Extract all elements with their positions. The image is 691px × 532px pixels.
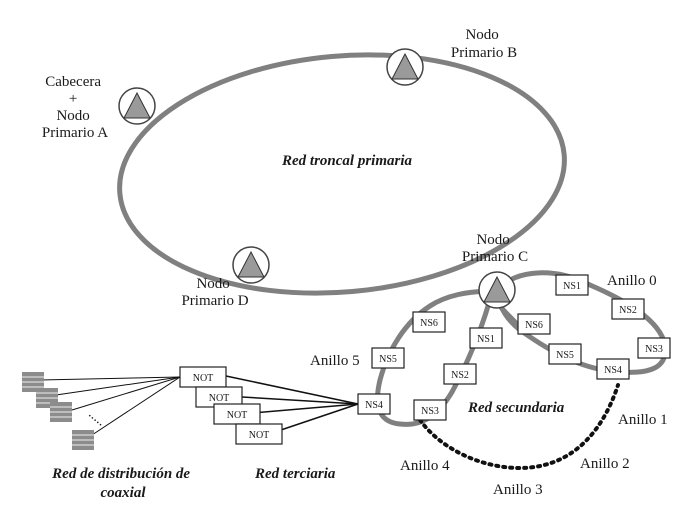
svg-text:NS5: NS5 bbox=[379, 354, 397, 365]
coax-device-3-icon bbox=[50, 402, 72, 422]
primary-node-d bbox=[232, 246, 270, 284]
node-a-triangle-icon bbox=[123, 91, 151, 119]
svg-text:NOT: NOT bbox=[209, 393, 230, 404]
svg-text:NS5: NS5 bbox=[556, 350, 574, 361]
node-b-label: Nodo Primario B bbox=[451, 27, 517, 61]
svg-text:NOT: NOT bbox=[249, 430, 270, 441]
svg-text:NS4: NS4 bbox=[604, 365, 622, 376]
ring5-ns2-box: NS2 bbox=[443, 363, 477, 385]
ring0-ns4-box: NS4 bbox=[596, 358, 630, 380]
node-d-triangle-icon bbox=[237, 250, 265, 278]
svg-text:NS6: NS6 bbox=[420, 318, 438, 329]
node-d-label: Nodo Primario D bbox=[181, 276, 248, 309]
ring1-label: Anillo 1 bbox=[618, 412, 668, 428]
node-c-triangle-icon bbox=[483, 275, 511, 303]
svg-text:NOT: NOT bbox=[193, 373, 214, 384]
primary-backbone-ring bbox=[117, 52, 567, 296]
ring0-ns2-box: NS2 bbox=[611, 298, 645, 320]
tertiary-network-label: Red terciaria bbox=[254, 466, 336, 482]
ring3-label: Anillo 3 bbox=[493, 482, 543, 498]
svg-text:NS1: NS1 bbox=[563, 281, 581, 292]
ring5-ns6-box: NS6 bbox=[412, 311, 446, 333]
coax-network-label: Red de distribución de coaxial bbox=[51, 466, 194, 501]
node-c-label: Nodo Primario C bbox=[462, 232, 528, 265]
primary-node-a bbox=[118, 87, 156, 125]
svg-text:NOT: NOT bbox=[227, 410, 248, 421]
ring0-ns6-box: NS6 bbox=[517, 313, 551, 335]
secondary-network-label: Red secundaria bbox=[467, 400, 565, 416]
ring2-label: Anillo 2 bbox=[580, 456, 630, 472]
ring5-ns4-box: NS4 bbox=[357, 393, 391, 415]
rings-1-4-dotted-path bbox=[418, 383, 620, 471]
ring0-ns1-box: NS1 bbox=[555, 274, 589, 296]
not-box-3: NOT bbox=[213, 403, 261, 425]
svg-text:NS3: NS3 bbox=[421, 406, 439, 417]
coax-device-1-icon bbox=[22, 372, 44, 392]
ring4-label: Anillo 4 bbox=[400, 458, 450, 474]
node-b-triangle-icon bbox=[391, 52, 419, 80]
ring5-ns1-box: NS1 bbox=[469, 327, 503, 349]
ring0-ns3-box: NS3 bbox=[637, 337, 671, 359]
coax-device-4-icon bbox=[72, 430, 94, 450]
ring5-label: Anillo 5 bbox=[310, 353, 360, 369]
svg-text:NS2: NS2 bbox=[619, 305, 637, 316]
ring0-ns5-box: NS5 bbox=[548, 343, 582, 365]
primary-network-label: Red troncal primaria bbox=[281, 153, 413, 169]
ring5-ns5-box: NS5 bbox=[371, 347, 405, 369]
svg-text:NS3: NS3 bbox=[645, 344, 663, 355]
ring0-label: Anillo 0 bbox=[607, 273, 657, 289]
svg-text:NS2: NS2 bbox=[451, 370, 469, 381]
svg-text:NS6: NS6 bbox=[525, 320, 543, 331]
tertiary-links bbox=[225, 375, 359, 434]
ring5-ns3-box: NS3 bbox=[413, 399, 447, 421]
not-box-1: NOT bbox=[179, 366, 227, 388]
svg-text:NS1: NS1 bbox=[477, 334, 495, 345]
primary-node-b bbox=[386, 48, 424, 86]
node-a-label: Cabecera + Nodo Primario A bbox=[42, 74, 108, 141]
svg-text:NS4: NS4 bbox=[365, 400, 383, 411]
primary-node-c bbox=[478, 271, 516, 309]
not-box-4: NOT bbox=[235, 423, 283, 445]
coax-links bbox=[39, 376, 181, 436]
